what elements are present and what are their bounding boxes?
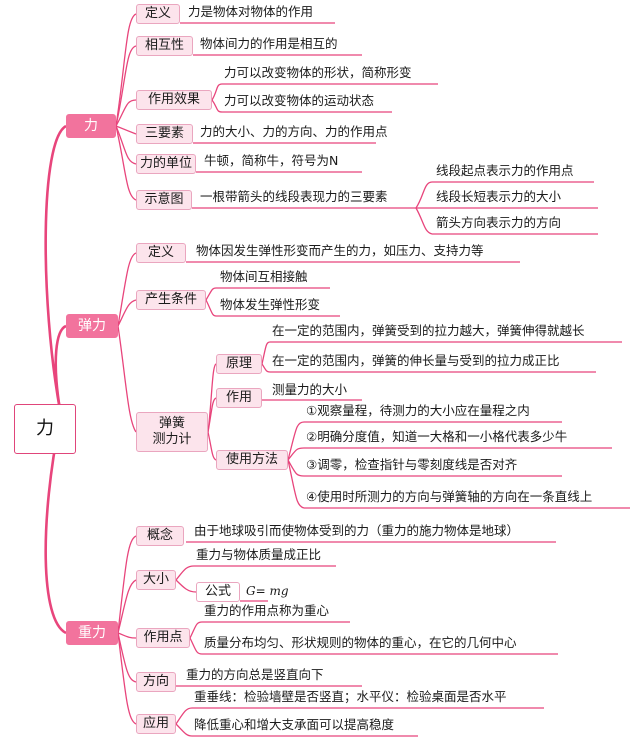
force-unit-label: 力的单位 bbox=[136, 154, 196, 174]
gravity-point-label: 作用点 bbox=[136, 628, 190, 648]
force-diagram-text: 一根带箭头的线段表现力的三要素 bbox=[200, 189, 388, 204]
force-elements-label: 三要素 bbox=[136, 124, 193, 144]
gravity-application-item-1: 重垂线：检验墙壁是否竖直；水平仪：检验桌面是否水平 bbox=[194, 689, 507, 704]
spring-usage-item-2: ②明确分度值，知道一大格和一小格代表多少牛 bbox=[306, 429, 568, 444]
gravity-concept-label: 概念 bbox=[136, 526, 184, 546]
spring-scale-label: 弹簧 测力计 bbox=[136, 412, 208, 452]
gravity-application-item-2: 降低重心和增大支承面可以提高稳度 bbox=[194, 717, 395, 732]
force-elements-text: 力的大小、力的方向、力的作用点 bbox=[200, 124, 388, 139]
spring-usage-item-1: ①观察量程，待测力的大小应在量程之内 bbox=[306, 403, 530, 418]
gravity-application-label: 应用 bbox=[136, 714, 176, 734]
gravity-magnitude-text: 重力与物体质量成正比 bbox=[196, 547, 322, 562]
branch-gravity: 重力 bbox=[66, 621, 118, 645]
branch-force: 力 bbox=[66, 114, 116, 138]
elastic-conditions-label: 产生条件 bbox=[136, 290, 206, 310]
force-definition-label: 定义 bbox=[136, 4, 180, 24]
force-effect-label: 作用效果 bbox=[136, 90, 212, 110]
gravity-point-item-2: 质量分布均匀、形状规则的物体的重心，在它的几何中心 bbox=[204, 635, 517, 650]
elastic-definition-label: 定义 bbox=[136, 243, 186, 263]
gravity-direction-text: 重力的方向总是竖直向下 bbox=[186, 667, 324, 682]
spring-principle-item-2: 在一定的范围内，弹簧的伸长量与受到的拉力成正比 bbox=[272, 353, 560, 368]
force-diagram-label: 示意图 bbox=[136, 190, 192, 210]
root-node: 力 bbox=[14, 404, 76, 454]
elastic-condition-2: 物体发生弹性形变 bbox=[220, 297, 321, 312]
spring-principle-label: 原理 bbox=[216, 354, 262, 374]
force-mutual-text: 物体间力的作用是相互的 bbox=[200, 36, 338, 51]
spring-function-label: 作用 bbox=[216, 388, 262, 408]
spring-principle-item-1: 在一定的范围内，弹簧受到的拉力越大，弹簧伸得就越长 bbox=[272, 323, 585, 338]
spring-usage-item-3: ③调零，检查指针与零刻度线是否对齐 bbox=[306, 457, 518, 472]
force-unit-text: 牛顿，简称牛，符号为N bbox=[204, 153, 339, 168]
gravity-concept-text: 由于地球吸引而使物体受到的力（重力的施力物体是地球） bbox=[194, 523, 520, 538]
gravity-formula: G= mg bbox=[246, 584, 289, 598]
elastic-definition-text: 物体因发生弹性形变而产生的力，如压力、支持力等 bbox=[196, 243, 484, 258]
force-effect-item-2: 力可以改变物体的运动状态 bbox=[224, 93, 375, 108]
spring-scale-label-line2: 测力计 bbox=[152, 432, 192, 447]
force-diagram-item-1: 线段起点表示力的作用点 bbox=[436, 163, 574, 178]
gravity-direction-label: 方向 bbox=[136, 672, 176, 692]
force-diagram-item-2: 线段长短表示力的大小 bbox=[436, 189, 562, 204]
gravity-magnitude-label: 大小 bbox=[136, 570, 176, 590]
force-diagram-item-3: 箭头方向表示力的方向 bbox=[436, 215, 562, 230]
spring-scale-label-line1: 弹簧 bbox=[158, 416, 185, 432]
spring-usage-label: 使用方法 bbox=[216, 450, 288, 470]
spring-usage-item-4: ④使用时所测力的方向与弹簧轴的方向在一条直线上 bbox=[306, 489, 593, 504]
gravity-formula-label: 公式 bbox=[196, 582, 240, 602]
force-mutual-label: 相互性 bbox=[136, 36, 193, 56]
force-definition-text: 力是物体对物体的作用 bbox=[188, 4, 314, 19]
branch-elastic: 弹力 bbox=[66, 314, 118, 338]
force-effect-item-1: 力可以改变物体的形状，简称形变 bbox=[224, 65, 412, 80]
elastic-condition-1: 物体间互相接触 bbox=[220, 269, 308, 284]
spring-function-text: 测量力的大小 bbox=[272, 382, 348, 397]
gravity-point-item-1: 重力的作用点称为重心 bbox=[204, 603, 330, 618]
